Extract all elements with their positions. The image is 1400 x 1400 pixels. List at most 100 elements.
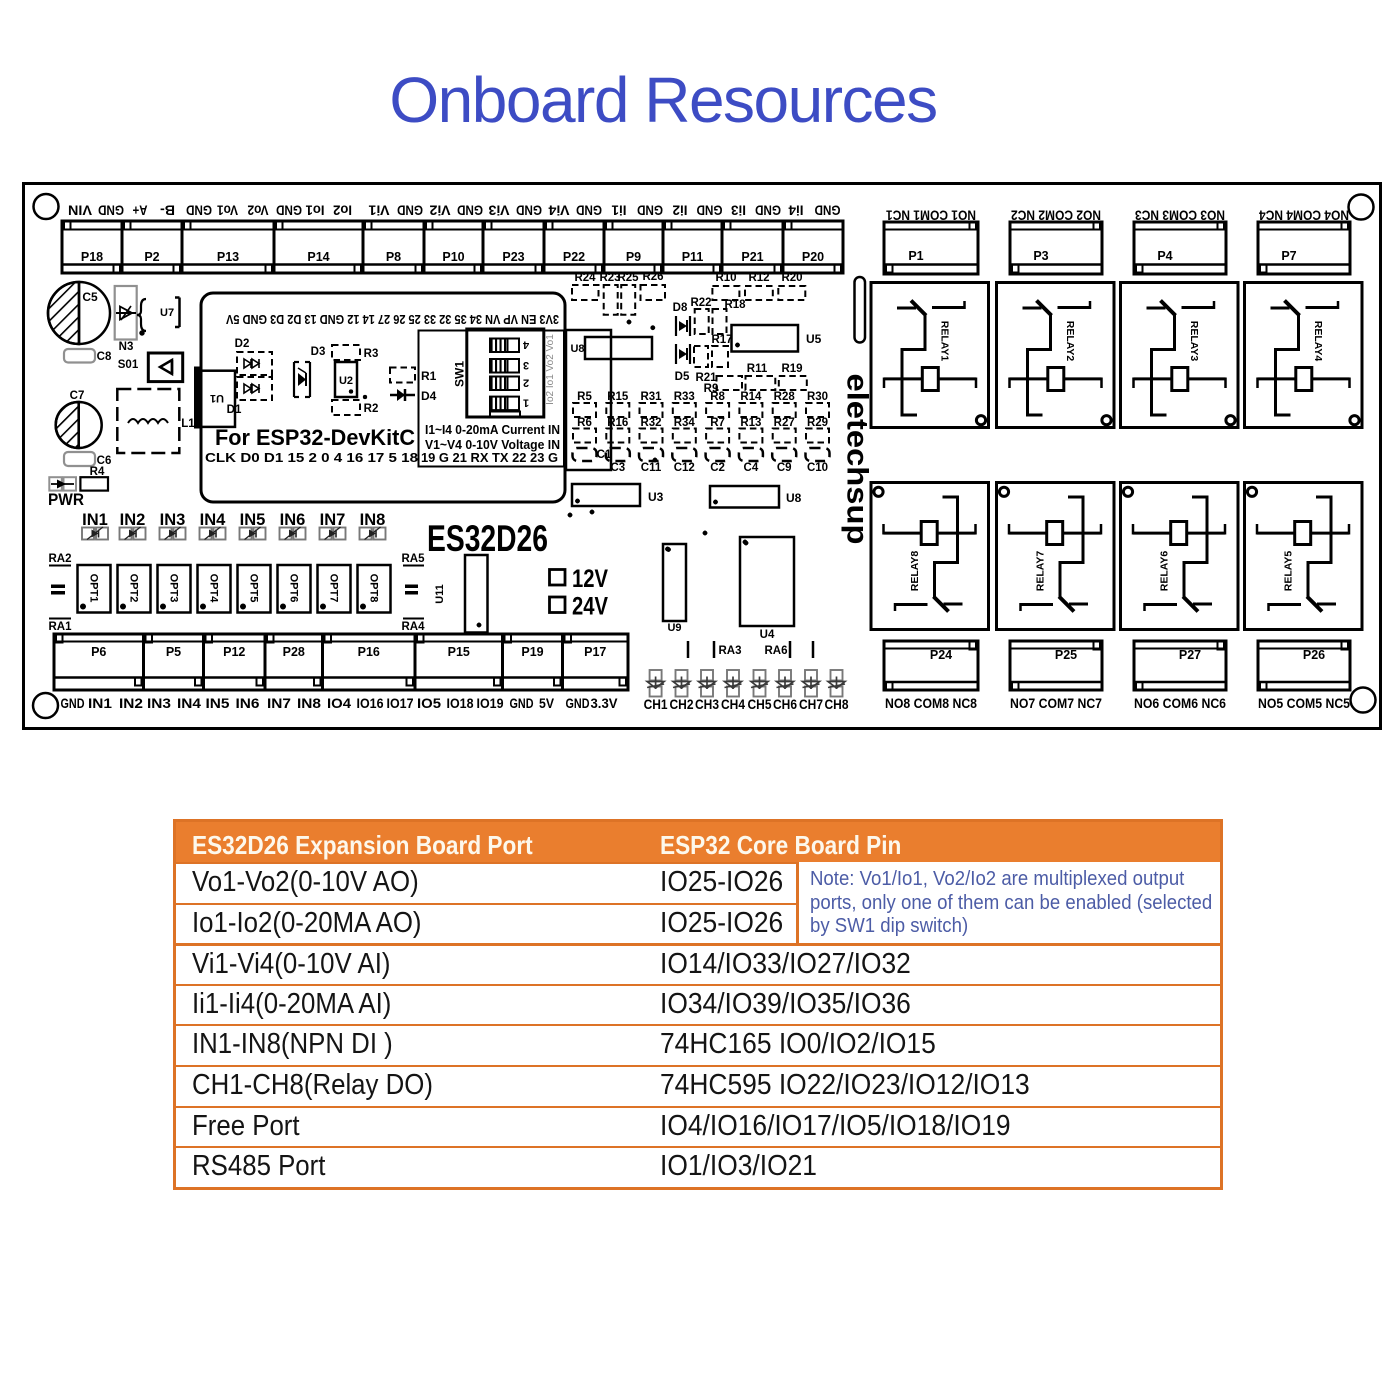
svg-text:IN4: IN4 <box>200 511 227 529</box>
svg-text:3: 3 <box>523 359 529 371</box>
svg-text:Io1: Io1 <box>305 203 324 218</box>
svg-text:Ii1: Ii1 <box>611 203 626 218</box>
svg-text:Io2: Io2 <box>333 203 352 218</box>
svg-text:C3: C3 <box>610 462 625 474</box>
svg-text:R3: R3 <box>364 348 379 360</box>
svg-text:NO1 COM1 NC1: NO1 COM1 NC1 <box>886 208 976 223</box>
svg-text:R20: R20 <box>781 272 802 284</box>
svg-text:R27: R27 <box>774 417 795 429</box>
svg-text:P21: P21 <box>741 250 763 264</box>
svg-text:S01: S01 <box>118 359 139 371</box>
svg-text:24V: 24V <box>572 593 608 621</box>
svg-text:Io2 Io1 Vo2 Vo1: Io2 Io1 Vo2 Vo1 <box>545 334 556 405</box>
svg-text:PWR: PWR <box>48 490 84 509</box>
svg-text:GND: GND <box>516 203 542 218</box>
svg-text:P1: P1 <box>908 249 923 263</box>
svg-text:CH6: CH6 <box>773 697 797 712</box>
svg-text:RA3: RA3 <box>718 645 741 657</box>
svg-text:D5: D5 <box>675 371 690 383</box>
svg-text:P22: P22 <box>563 250 585 264</box>
svg-text:P12: P12 <box>223 645 245 659</box>
svg-text:IN3: IN3 <box>160 511 186 529</box>
svg-text:R15: R15 <box>607 391 629 403</box>
svg-text:P23: P23 <box>502 250 524 264</box>
svg-text:P27: P27 <box>1179 648 1201 662</box>
svg-text:eletechsup: eletechsup <box>841 374 874 545</box>
svg-text:U1: U1 <box>210 392 224 404</box>
svg-text:P3: P3 <box>1033 249 1048 263</box>
svg-text:Ii2: Ii2 <box>673 203 688 218</box>
svg-text:C4: C4 <box>744 462 759 474</box>
svg-text:C6: C6 <box>97 455 112 467</box>
svg-text:P20: P20 <box>802 250 824 264</box>
svg-text:GND: GND <box>186 203 212 218</box>
svg-text:P10: P10 <box>442 250 464 264</box>
svg-text:P18: P18 <box>81 250 103 264</box>
svg-text:U8: U8 <box>786 491 802 505</box>
svg-text:IO16: IO16 <box>357 696 384 711</box>
svg-text:SW1: SW1 <box>453 361 467 387</box>
svg-text:P11: P11 <box>682 250 704 264</box>
svg-text:RELAY4: RELAY4 <box>1312 321 1324 362</box>
svg-text:R8: R8 <box>710 391 725 403</box>
svg-text:U9: U9 <box>667 622 681 634</box>
svg-text:P25: P25 <box>1055 648 1077 662</box>
svg-text:U8: U8 <box>570 343 584 355</box>
svg-text:P6: P6 <box>91 645 106 659</box>
svg-text:3V3 EN VP VN 34 35 32 33 25 26: 3V3 EN VP VN 34 35 32 33 25 26 27 14 12 … <box>226 312 559 327</box>
svg-text:RA2: RA2 <box>48 553 71 565</box>
svg-text:CH5: CH5 <box>748 697 772 712</box>
svg-text:NO5 COM5 NC5: NO5 COM5 NC5 <box>1258 696 1350 711</box>
svg-text:4: 4 <box>522 339 529 351</box>
svg-text:OPT2: OPT2 <box>128 574 140 603</box>
svg-text:D1: D1 <box>227 404 242 416</box>
svg-text:R9: R9 <box>704 383 719 395</box>
svg-text:GND: GND <box>637 203 663 218</box>
svg-text:1: 1 <box>523 397 529 409</box>
svg-text:RA4: RA4 <box>401 621 425 633</box>
svg-text:Vi3: Vi3 <box>488 203 510 218</box>
svg-text:R31: R31 <box>640 391 662 403</box>
svg-text:C10: C10 <box>807 462 828 474</box>
svg-text:RELAY7: RELAY7 <box>1034 551 1046 592</box>
svg-text:R7: R7 <box>710 417 725 429</box>
svg-text:IN6: IN6 <box>280 511 306 529</box>
svg-text:R1: R1 <box>421 369 437 383</box>
svg-text:U2: U2 <box>339 375 353 387</box>
svg-text:GND: GND <box>696 203 722 218</box>
svg-text:GND: GND <box>566 696 590 711</box>
svg-text:R28: R28 <box>774 391 796 403</box>
svg-text:GND: GND <box>457 203 483 218</box>
svg-text:RA5: RA5 <box>401 553 425 565</box>
svg-text:GND: GND <box>755 203 781 218</box>
svg-text:R18: R18 <box>724 299 746 311</box>
svg-text:U4: U4 <box>760 629 775 641</box>
svg-text:Vi2: Vi2 <box>430 203 451 218</box>
svg-text:IO19: IO19 <box>477 696 504 711</box>
svg-text:I1~I4 0-20mA Current IN: I1~I4 0-20mA Current IN <box>425 423 560 437</box>
svg-text:CH1: CH1 <box>644 697 668 712</box>
svg-text:19 G 21 RX TX 22 23 G: 19 G 21 RX TX 22 23 G <box>421 450 558 465</box>
svg-text:C5: C5 <box>82 290 98 304</box>
svg-text:U11: U11 <box>434 584 446 604</box>
svg-text:RA6: RA6 <box>764 645 787 657</box>
svg-text:R32: R32 <box>640 417 661 429</box>
svg-text:IN2: IN2 <box>119 696 143 711</box>
svg-text:OPT5: OPT5 <box>248 574 260 603</box>
svg-text:CH7: CH7 <box>799 697 823 712</box>
svg-text:Ii3: Ii3 <box>731 203 746 218</box>
svg-text:GND: GND <box>576 203 602 218</box>
svg-text:12V: 12V <box>572 565 608 593</box>
svg-text:N3: N3 <box>119 341 134 353</box>
svg-text:2: 2 <box>523 377 529 389</box>
svg-text:R13: R13 <box>740 417 761 429</box>
svg-text:Vo2: Vo2 <box>248 203 269 218</box>
svg-text:P19: P19 <box>521 645 543 659</box>
svg-text:CH4: CH4 <box>721 697 745 712</box>
svg-text:GND: GND <box>98 203 124 218</box>
svg-text:C9: C9 <box>777 462 792 474</box>
svg-text:IN5: IN5 <box>240 511 266 529</box>
svg-text:VIN: VIN <box>68 203 92 218</box>
svg-text:IN5: IN5 <box>206 696 231 711</box>
svg-text:D3: D3 <box>311 346 326 358</box>
